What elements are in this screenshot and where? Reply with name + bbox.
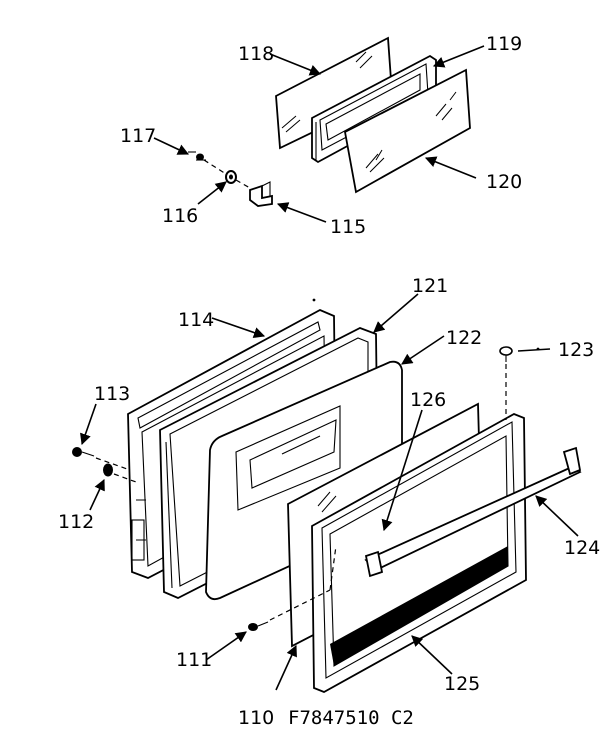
callout-117: 117	[120, 125, 156, 147]
callout-121: 121	[412, 275, 448, 297]
washer-116	[225, 170, 237, 184]
bracket-115	[249, 181, 273, 207]
washer-112	[103, 463, 113, 477]
screw-113	[72, 447, 95, 457]
screw-123	[499, 346, 513, 362]
diagram-code: F7847510 C2	[288, 707, 414, 729]
callout-114: 114	[178, 309, 214, 331]
window-glass-120	[343, 68, 471, 194]
callout-111: 111	[176, 649, 212, 671]
callout-118: 118	[238, 43, 274, 65]
callout-113: 113	[94, 383, 130, 405]
callout-124: 124	[564, 537, 600, 559]
callout-110: 110	[238, 707, 274, 729]
callout-120: 120	[486, 171, 522, 193]
callout-116: 116	[162, 205, 198, 227]
callout-125: 125	[444, 673, 480, 695]
callout-119: 119	[486, 33, 522, 55]
leader-lines	[80, 45, 579, 691]
callout-126: 126	[410, 389, 446, 411]
screw-111	[248, 621, 269, 631]
callout-122: 122	[446, 327, 482, 349]
door-handle-124	[364, 446, 582, 578]
screw-117	[188, 151, 206, 161]
callout-123: 123	[558, 339, 594, 361]
callout-115: 115	[330, 216, 366, 238]
door-trim-frame-125	[311, 413, 527, 693]
callout-112: 112	[58, 511, 94, 533]
